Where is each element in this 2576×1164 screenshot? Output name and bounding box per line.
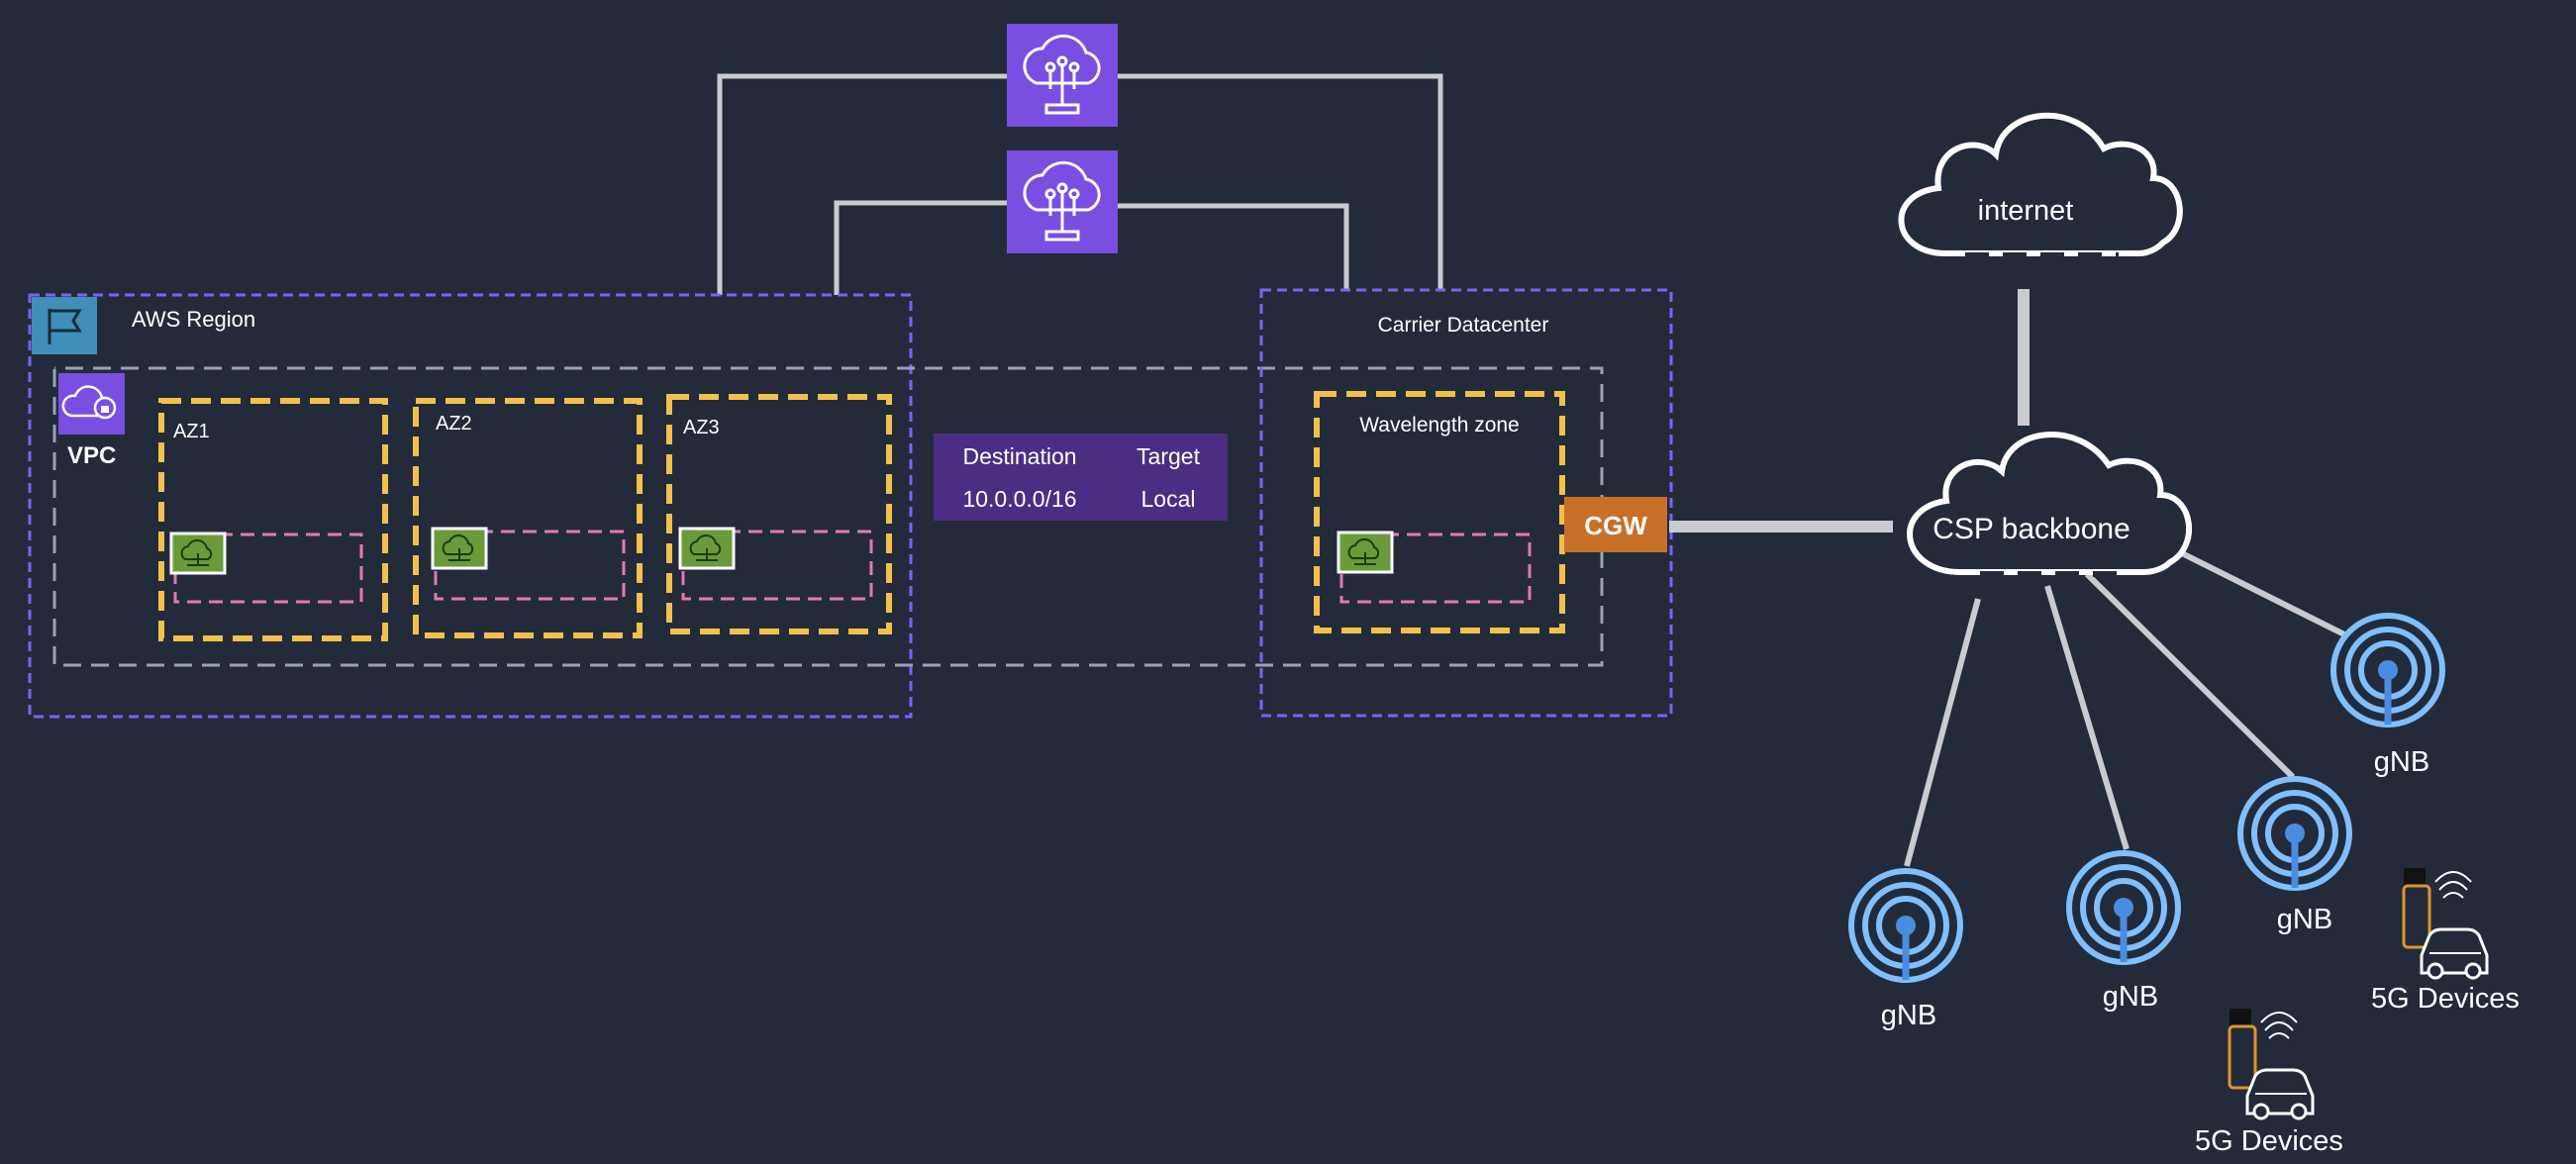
subnet-icon [1337, 531, 1394, 574]
gnb-tower-icon [2333, 616, 2442, 725]
wavelength-zone-boundary [1314, 391, 1565, 633]
az-label: AZ2 [436, 413, 472, 435]
vpc-label: VPC [67, 442, 116, 469]
vpc-cloud-lock-icon [58, 373, 125, 435]
route-table-cell: Local [1141, 486, 1196, 512]
5g-devices-icon [2228, 1007, 2315, 1120]
subnet-boundary [1339, 533, 1532, 604]
subnet-icon [169, 532, 227, 575]
subnet-icon [431, 527, 488, 570]
gnb-label: gNB [2103, 981, 2158, 1013]
carrier-gateway-label: CGW [1584, 511, 1647, 540]
gnb-tower-icon [1851, 871, 1960, 980]
network-links [1669, 289, 2348, 867]
route-table: Destination Target 10.0.0.0/16 Local [934, 434, 1228, 521]
csp-backbone-label: CSP backbone [1932, 513, 2130, 545]
transit-gateway-icon[interactable] [1005, 148, 1120, 255]
subnet-boundary [434, 530, 626, 601]
csp-backbone-cloud [1907, 432, 2193, 577]
gnb-label: gNB [2374, 746, 2429, 778]
vpc-boundary [52, 366, 1604, 667]
flag-icon [32, 297, 97, 354]
wavelength-zone-label: Wavelength zone [1359, 414, 1520, 436]
subnet-icon [678, 527, 736, 570]
aws-region-boundary [28, 293, 913, 719]
az-boundary [413, 398, 643, 638]
aws-region-label: AWS Region [132, 307, 255, 332]
subnet-boundary [681, 530, 873, 601]
gnb-tower-icon [2240, 779, 2349, 888]
az-boundary [666, 394, 892, 634]
5g-devices-label: 5G Devices [2195, 1125, 2343, 1157]
carrier-datacenter-label: Carrier Datacenter [1378, 314, 1549, 337]
az-boundary [158, 398, 388, 641]
transit-connectors [717, 73, 1443, 295]
internet-label: internet [1978, 195, 2074, 227]
az-label: AZ3 [683, 417, 720, 438]
transit-gateway-icon[interactable] [1005, 22, 1120, 129]
az-label: AZ1 [173, 421, 210, 442]
gnb-label: gNB [2277, 904, 2332, 935]
carrier-datacenter-boundary [1259, 288, 1673, 718]
gnb-tower-icon [2069, 853, 2178, 962]
gnb-label: gNB [1881, 1000, 1936, 1031]
5g-devices-icon [2402, 866, 2489, 980]
route-table-header: Destination [962, 443, 1076, 469]
route-table-header: Target [1137, 443, 1201, 469]
internet-cloud [1898, 112, 2183, 258]
route-table-cell: 10.0.0.0/16 [962, 486, 1076, 512]
subnet-boundary [173, 533, 363, 604]
5g-devices-label: 5G Devices [2371, 983, 2520, 1015]
carrier-gateway[interactable]: CGW [1564, 497, 1667, 552]
